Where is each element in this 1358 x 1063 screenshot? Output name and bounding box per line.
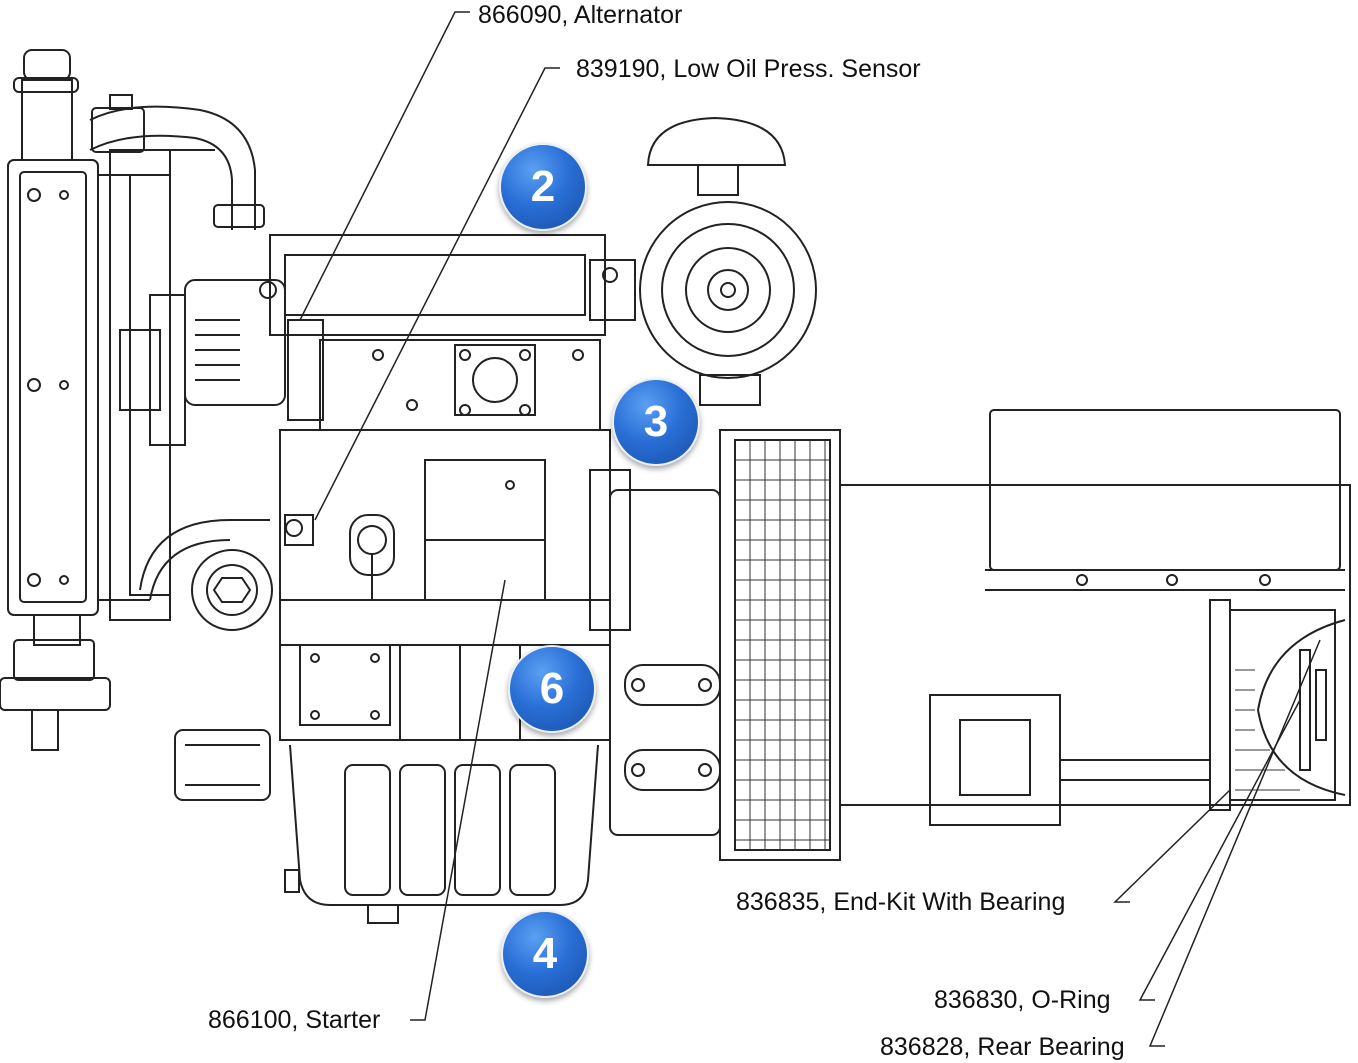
- rear-mesh: [1235, 670, 1300, 790]
- radiator: [0, 50, 150, 750]
- leader-alternator: [300, 12, 470, 320]
- leader-rear-bearing: [1150, 640, 1320, 1046]
- fan-shroud: [110, 150, 215, 620]
- callout-low-oil-press-sensor: 839190, Low Oil Press. Sensor: [576, 55, 921, 83]
- oil-filter: [175, 730, 270, 800]
- callout-rear-bearing: 836828, Rear Bearing: [880, 1033, 1125, 1061]
- badge-6: 6: [508, 645, 596, 733]
- badge-4: 4: [501, 910, 589, 998]
- upper-hose: [90, 95, 264, 230]
- flywheel-housing: [590, 470, 720, 835]
- callout-alternator: 866090, Alternator: [478, 1, 683, 29]
- air-cleaner: [590, 118, 816, 405]
- leader-end-kit: [1115, 790, 1230, 902]
- badge-2: 2: [499, 143, 587, 231]
- leader-low-oil: [315, 68, 560, 520]
- alternator-body: [140, 280, 323, 630]
- oil-pan: [285, 745, 598, 923]
- callout-starter: 866100, Starter: [208, 1006, 381, 1034]
- callout-end-kit: 836835, End-Kit With Bearing: [736, 888, 1066, 916]
- badge-3: 3: [612, 378, 700, 466]
- screen-mesh: [735, 440, 830, 850]
- generator-body: [840, 410, 1350, 825]
- leader-lines: [300, 12, 1320, 1046]
- leader-starter: [410, 580, 505, 1020]
- callout-o-ring: 836830, O-Ring: [934, 986, 1111, 1014]
- leader-o-ring: [1140, 700, 1300, 1000]
